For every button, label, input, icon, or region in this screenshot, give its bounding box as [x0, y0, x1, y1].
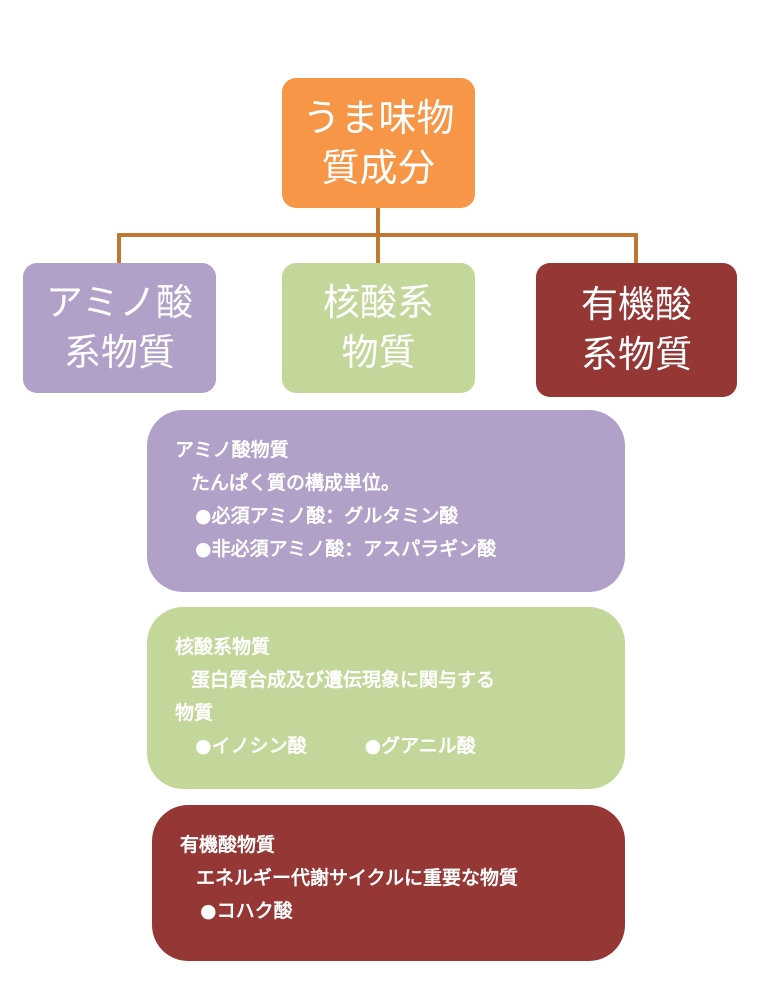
detail-card-organic-acid: 有機酸物質 エネルギー代謝サイクルに重要な物質 ●コハク酸 — [152, 805, 625, 961]
detail-nucleic-title: 核酸系物質 — [175, 636, 271, 658]
detail-card-nucleic-acid: 核酸系物質 蛋白質合成及び遺伝現象に関与する 物質 ●イノシン酸 ●グアニル酸 — [147, 607, 625, 789]
detail-amino-item-nonessential: ●非必須アミノ酸：アスパラギン酸 — [195, 538, 497, 560]
detail-amino-item-essential: ●必須アミノ酸：グルタミン酸 — [195, 505, 459, 527]
category-nucleic-line2: 物質 — [341, 331, 416, 374]
detail-amino-title: アミノ酸物質 — [175, 439, 289, 461]
detail-nucleic-items: ●イノシン酸 ●グアニル酸 — [175, 730, 625, 763]
detail-nucleic-item-guanylic: ●グアニル酸 — [364, 735, 476, 757]
category-amino-line1: アミノ酸 — [45, 281, 194, 324]
category-node-nucleic-acid: 核酸系 物質 — [282, 263, 475, 393]
detail-card-amino-acid: アミノ酸物質 たんぱく質の構成単位。 ●必須アミノ酸：グルタミン酸 ●非必須アミ… — [147, 410, 625, 592]
root-node-line2: 質成分 — [321, 146, 436, 190]
category-node-organic-acid: 有機酸 系物質 — [536, 263, 737, 397]
detail-nucleic-item-inosinic: ●イノシン酸 — [195, 735, 307, 757]
detail-organic-description: エネルギー代謝サイクルに重要な物質 — [196, 867, 519, 889]
category-node-amino-acid: アミノ酸 系物質 — [23, 263, 216, 393]
category-organic-line2: 系物質 — [581, 333, 692, 376]
root-node-umami: うま味物 質成分 — [282, 78, 475, 208]
detail-amino-description: たんぱく質の構成単位。 — [191, 472, 401, 494]
category-nucleic-line1: 核酸系 — [323, 281, 434, 324]
root-node-line1: うま味物 — [302, 96, 455, 140]
detail-organic-item-succinic: ●コハク酸 — [200, 900, 293, 922]
category-amino-line2: 系物質 — [64, 331, 175, 374]
detail-nucleic-description: 蛋白質合成及び遺伝現象に関与する — [191, 669, 496, 691]
category-organic-line1: 有機酸 — [581, 283, 692, 326]
detail-nucleic-description-cont: 物質 — [175, 702, 214, 724]
detail-organic-title: 有機酸物質 — [180, 834, 276, 856]
